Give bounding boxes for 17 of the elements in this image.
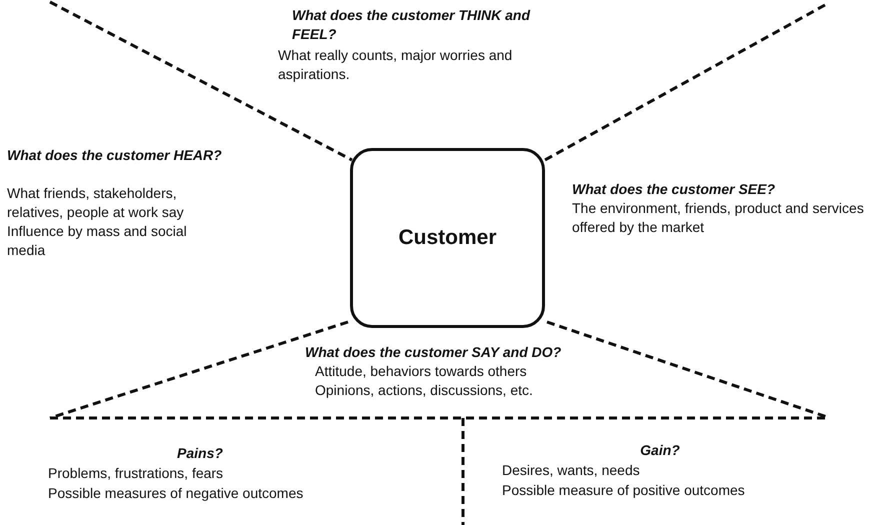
question-heading: What does the customer SEE?	[572, 180, 776, 199]
description-text: Attitude, behaviors towards others	[315, 362, 528, 381]
description-text: Desires, wants, needs	[502, 461, 641, 480]
question-heading: Gain?	[639, 441, 681, 460]
description-text: What really counts, major worries and aspirations.	[278, 46, 514, 84]
question-heading: What does the customer HEAR?	[7, 146, 223, 165]
description-text: The environment, friends, product and services offered by the market	[572, 199, 865, 237]
description-text: Influence by mass and social media	[7, 222, 188, 260]
description-text: Possible measures of negative outcomes	[48, 484, 304, 503]
description-text: Possible measure of positive outcomes	[502, 481, 746, 500]
description-text: What friends, stakeholders, relatives, people at work say	[7, 184, 185, 222]
question-heading: What does the customer THINK and FEEL?	[292, 6, 532, 44]
question-heading: What does the customer SAY and DO?	[305, 343, 562, 362]
question-heading: Pains?	[176, 444, 224, 463]
description-text: Problems, frustrations, fears	[48, 464, 224, 483]
customer-box: Customer	[350, 148, 545, 328]
description-text: Opinions, actions, discussions, etc.	[315, 381, 534, 400]
